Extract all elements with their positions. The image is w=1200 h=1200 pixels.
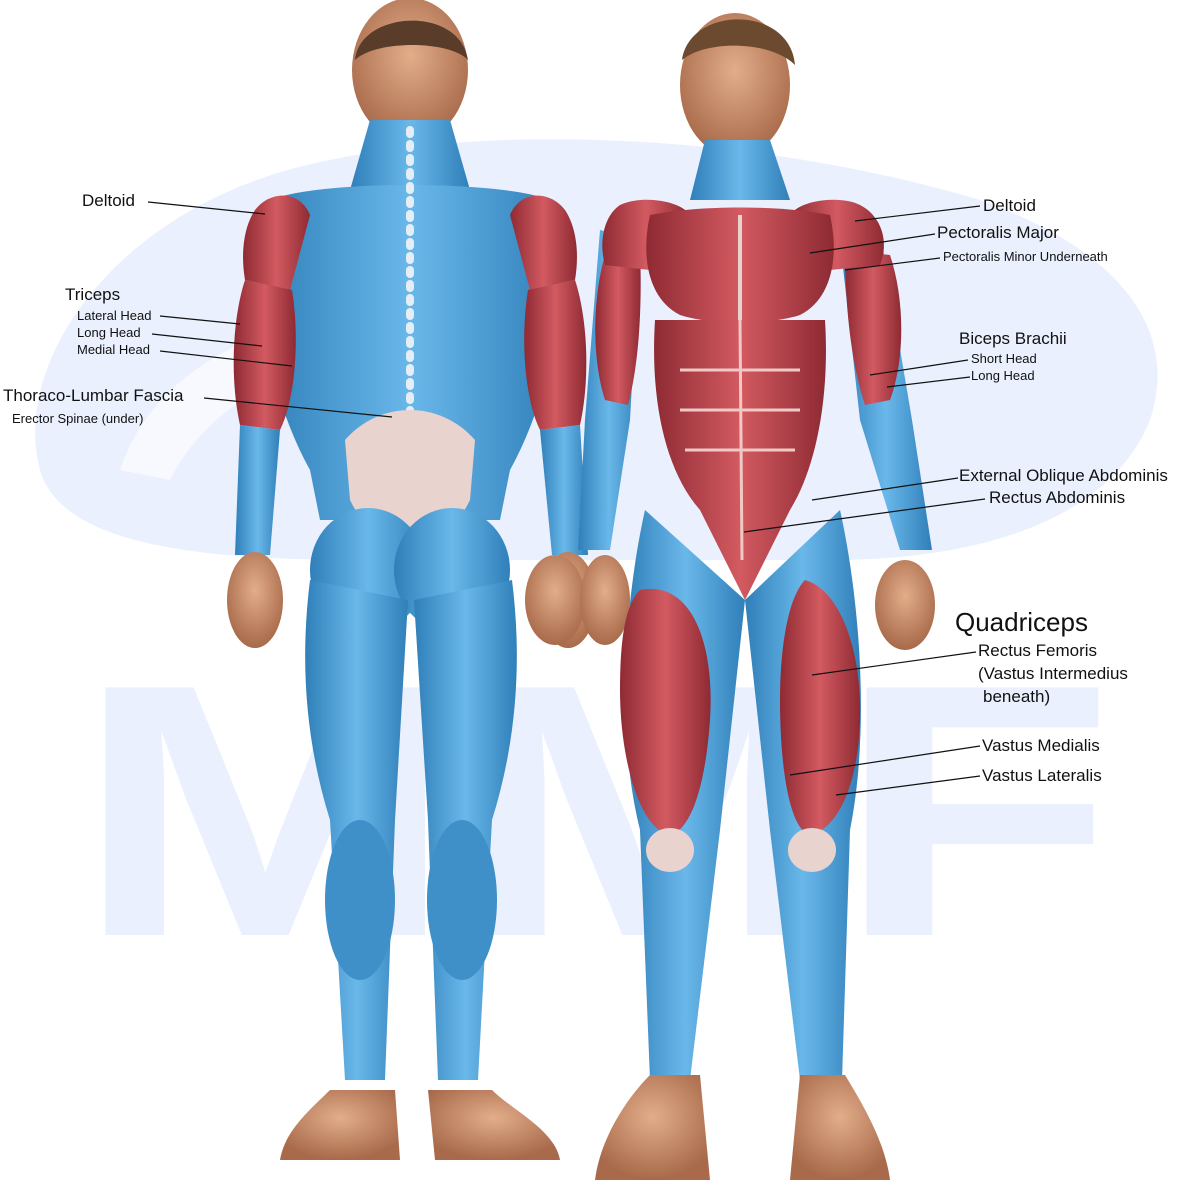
front-view-figure — [525, 13, 935, 1180]
label-front-rectus-abdominis: Rectus Abdominis — [989, 488, 1126, 507]
leader-front-pectoralis-major — [809, 233, 936, 254]
label-front-biceps-short-head: Short Head — [971, 351, 1037, 366]
label-front-pectoralis-major: Pectoralis Major — [937, 223, 1059, 242]
label-front-vastus-intermedius-1: (Vastus Intermedius — [978, 664, 1128, 683]
leader-lines — [147, 201, 986, 796]
label-front-vastus-medialis: Vastus Medialis — [982, 736, 1100, 755]
front-biceps-right — [845, 250, 902, 405]
label-front-vastus-intermedius-2: beneath) — [983, 687, 1051, 706]
back-deltoid-left — [243, 195, 310, 290]
leader-back-triceps-lateral — [159, 315, 241, 325]
watermark-text: MMF — [75, 610, 1115, 1012]
front-biceps-left — [595, 250, 641, 405]
label-back-triceps: Triceps — [65, 285, 121, 304]
label-front-quadriceps: Quadriceps — [955, 607, 1088, 637]
label-back-thoraco-lumbar-fascia: Thoraco-Lumbar Fascia — [3, 386, 184, 405]
leader-front-rectus-abdominis — [743, 498, 986, 533]
label-back-triceps-long-head: Long Head — [77, 325, 141, 340]
leader-front-vastus-medialis — [789, 745, 981, 776]
leader-front-rectus-femoris — [811, 651, 977, 676]
label-back-triceps-medial-head: Medial Head — [77, 342, 150, 357]
label-front-biceps-brachii: Biceps Brachii — [959, 329, 1067, 348]
label-back-deltoid: Deltoid — [82, 191, 135, 210]
leader-front-biceps-short — [869, 359, 969, 376]
front-quadriceps-left — [620, 588, 711, 835]
leader-front-vastus-lateralis — [835, 775, 981, 796]
leader-front-pectoralis-minor — [844, 257, 941, 271]
label-front-deltoid: Deltoid — [983, 196, 1036, 215]
label-front-vastus-lateralis: Vastus Lateralis — [982, 766, 1102, 785]
label-front-biceps-long-head: Long Head — [971, 368, 1035, 383]
label-front-pectoralis-minor: Pectoralis Minor Underneath — [943, 249, 1108, 264]
leader-back-triceps-long — [151, 333, 263, 347]
leader-back-triceps-medial — [159, 350, 293, 367]
leader-front-external-oblique — [811, 477, 959, 501]
label-front-external-oblique: External Oblique Abdominis — [959, 466, 1168, 485]
leader-front-biceps-long — [886, 376, 971, 388]
back-triceps-left — [233, 280, 296, 430]
label-back-triceps-lateral-head: Lateral Head — [77, 308, 152, 323]
leader-back-fascia — [203, 397, 393, 418]
back-triceps-right — [524, 280, 587, 430]
label-back-erector-spinae: Erector Spinae (under) — [12, 411, 144, 426]
leader-front-deltoid — [854, 205, 981, 222]
back-deltoid-right — [510, 195, 577, 290]
front-head — [680, 13, 790, 157]
front-quadriceps-right — [780, 580, 861, 835]
leader-back-deltoid — [147, 201, 266, 215]
label-front-rectus-femoris: Rectus Femoris — [978, 641, 1098, 660]
